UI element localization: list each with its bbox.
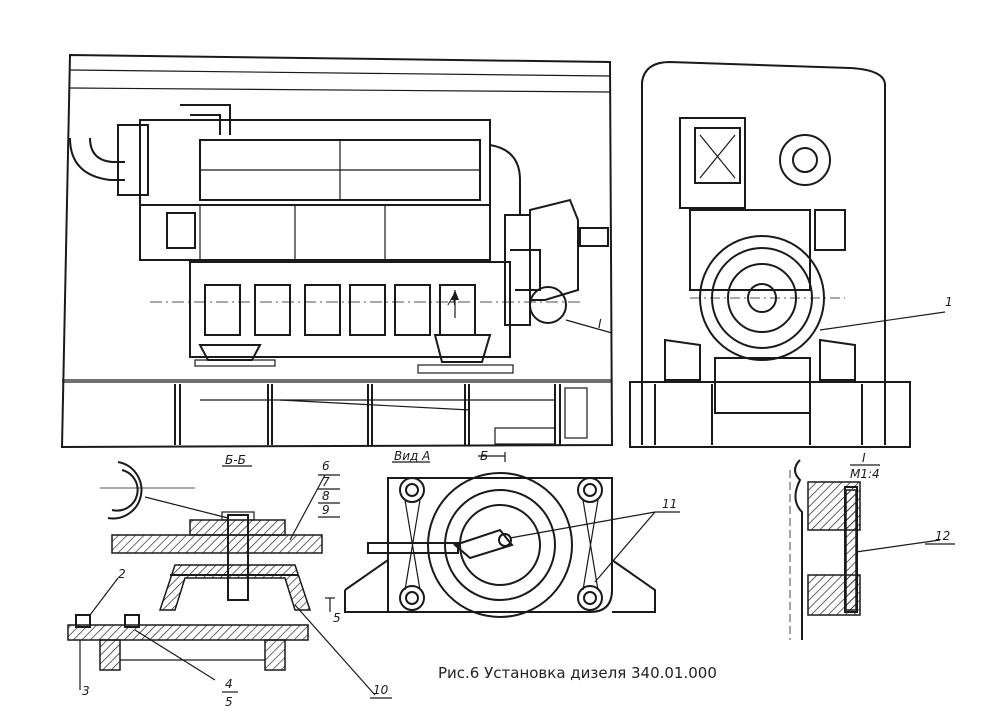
callout-12: 12 (935, 529, 950, 543)
view-a-label: Вид А (394, 449, 430, 463)
callout-3: 3 (82, 684, 90, 698)
callout-5: 5 (225, 695, 233, 709)
callout-11: 11 (662, 497, 677, 511)
callout-6: 6 (322, 459, 330, 473)
view-a-arrow-label: А (447, 294, 456, 308)
callout-4: 4 (225, 677, 233, 691)
mount-section: 5 2 3 4 5 6 7 8 9 10 (67, 459, 392, 709)
detail-i-label: I (862, 451, 866, 465)
view-a: Б 11 (344, 449, 680, 618)
detail-i: I М1:4 12 (789, 451, 955, 640)
callout-9: 9 (322, 503, 330, 517)
section-bb-label: Б-Б (225, 453, 246, 467)
foundation-girders (174, 384, 588, 445)
arrow-b-label: Б (480, 449, 488, 463)
callout-7: 7 (322, 475, 330, 489)
front-view: 1 (629, 60, 953, 448)
detail-scale-label: М1:4 (850, 467, 880, 481)
side-view: А I Б-Б Вид А (60, 53, 614, 467)
figure-caption: Рис.6 Установка дизеля 340.01.000 (438, 664, 717, 682)
diesel-engine-side (69, 104, 609, 374)
detail-i-callout: I (565, 317, 613, 334)
view-a-arrow: А (447, 290, 459, 318)
callout-8: 8 (322, 489, 330, 503)
section-5-label: 5 (333, 611, 341, 625)
callout-10: 10 (373, 683, 389, 697)
detail-i-marker: I (598, 317, 602, 331)
callout-2: 2 (118, 567, 126, 581)
callout-1: 1 (945, 295, 953, 309)
